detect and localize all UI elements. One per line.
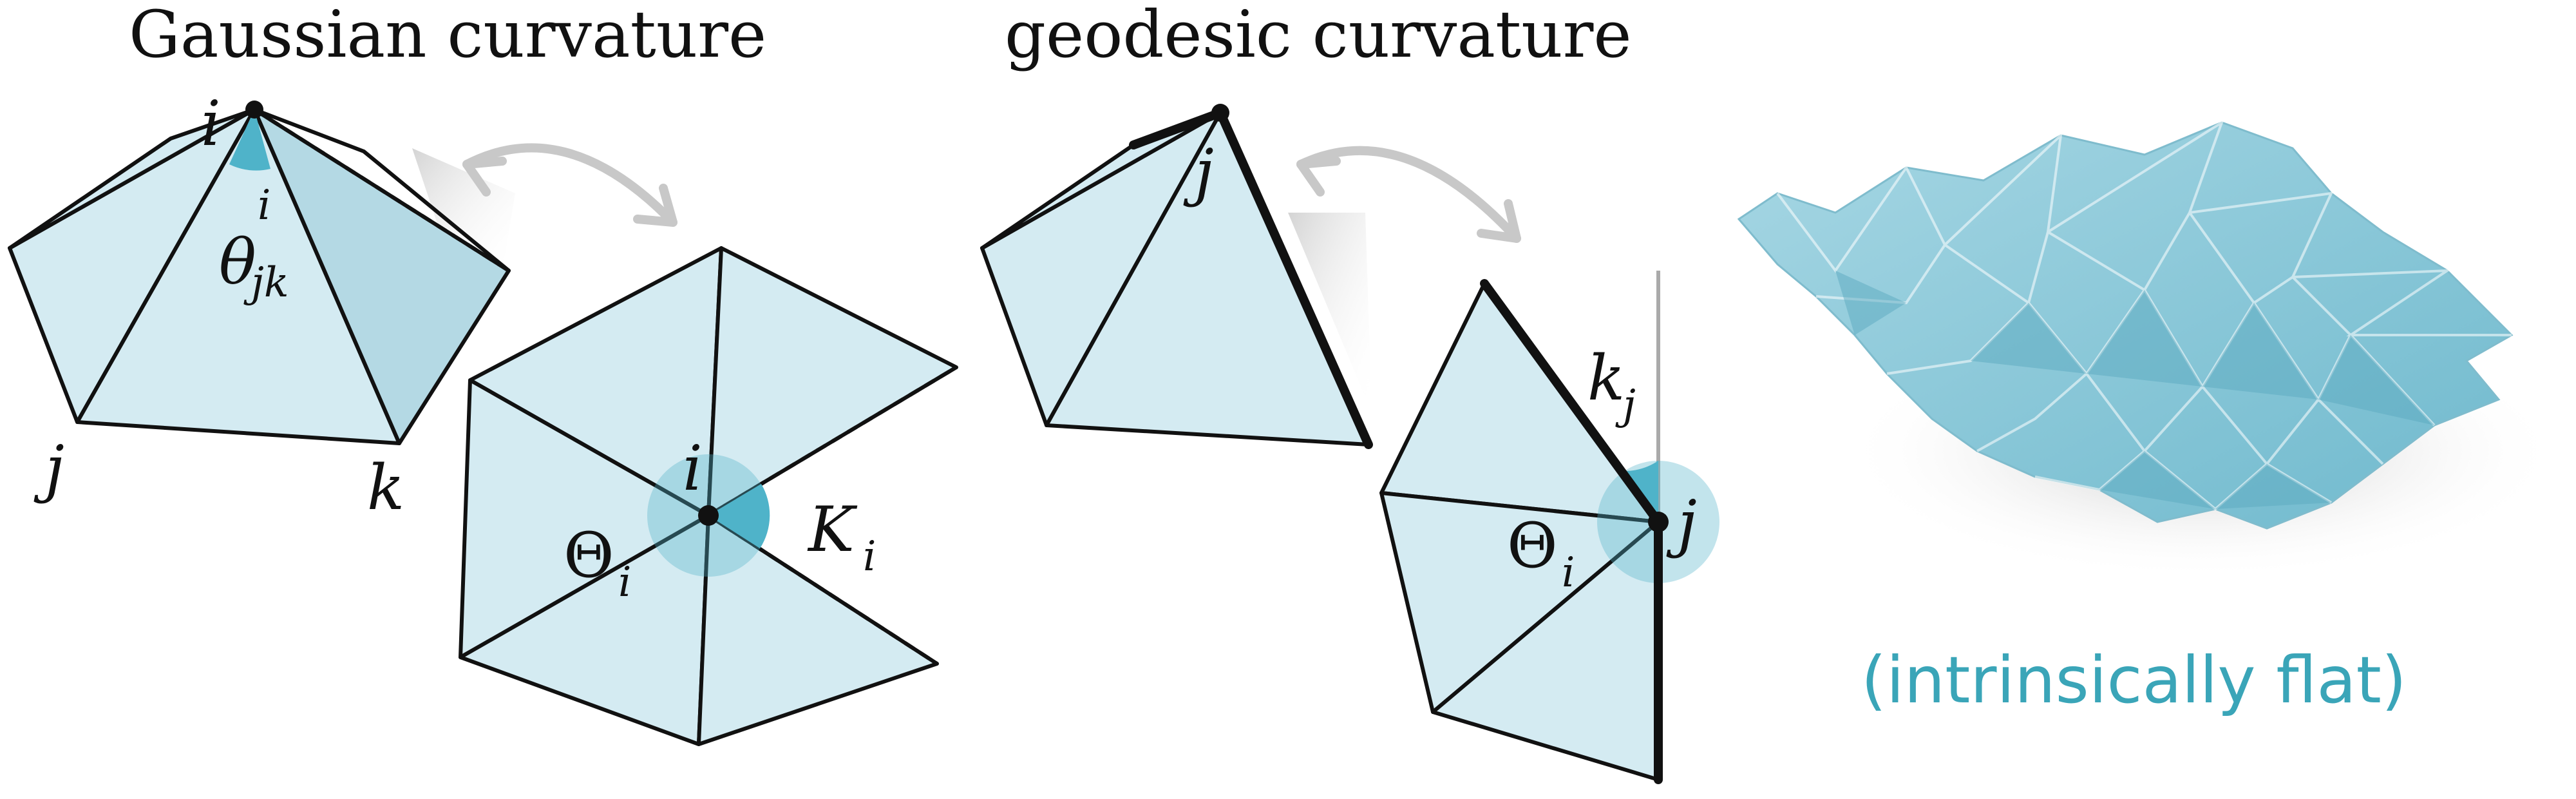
flatten-arrow-1 <box>462 143 677 227</box>
fan-boundary-top <box>1480 279 1663 526</box>
label-theta: θ <box>219 226 256 298</box>
flatten-arrow-2-head-b <box>1477 199 1521 243</box>
label-i-apex: i <box>201 88 221 160</box>
label-Theta-center: Θ <box>564 519 614 592</box>
label-k-left: k <box>367 452 404 524</box>
label-K: K <box>807 494 858 566</box>
flat-dashed-edge-bottom <box>707 514 938 666</box>
label-Theta-geo-subscript: i <box>1562 549 1575 597</box>
fan-center-vertex <box>1648 512 1669 532</box>
intrinsically-flat-caption: (intrinsically flat) <box>1861 642 2407 718</box>
label-j-left: j <box>33 432 64 505</box>
boundary-shadow <box>1288 213 1372 412</box>
intrinsically-flat-surface <box>1737 119 2563 580</box>
angle-defect-wedge <box>708 484 770 548</box>
flattened-star-mesh <box>459 246 958 746</box>
cone-dashed-edge <box>253 108 510 273</box>
flat-center-vertex <box>698 505 719 526</box>
cone-apex-vertex <box>245 101 263 119</box>
label-k-geo: k <box>1587 342 1625 414</box>
label-K-subscript: i <box>863 533 876 581</box>
gaussian-curvature-title: Gaussian curvature <box>129 0 766 72</box>
surface-dark-facets <box>1835 271 2434 509</box>
cone-edge-back <box>252 108 511 273</box>
label-i-center: i <box>683 432 703 505</box>
cone-shadow <box>412 148 515 271</box>
boundary-apex-vertex <box>1211 104 1229 122</box>
flatten-arrow-1-head-a <box>462 157 507 197</box>
geodesic-boundary-mesh <box>980 104 1373 449</box>
label-Theta-center-subscript: i <box>618 559 631 606</box>
flatten-arrow-2 <box>1296 146 1521 243</box>
geodesic-curvature-title: geodesic curvature <box>1005 0 1632 72</box>
flatten-arrow-1-head-b <box>633 184 677 227</box>
label-theta-subscript: jk <box>243 259 289 307</box>
flattened-boundary-mesh <box>1379 271 1719 784</box>
flat-dashed-edge-top <box>707 365 958 517</box>
flatten-arrow-2-head-a <box>1296 157 1341 197</box>
label-Theta-geo: Θ <box>1507 510 1558 582</box>
label-theta-superscript: i <box>258 182 270 229</box>
gaussian-cone-mesh <box>8 101 515 445</box>
theta-angle-wedge <box>229 110 270 171</box>
cone-face-back-left <box>8 108 256 250</box>
